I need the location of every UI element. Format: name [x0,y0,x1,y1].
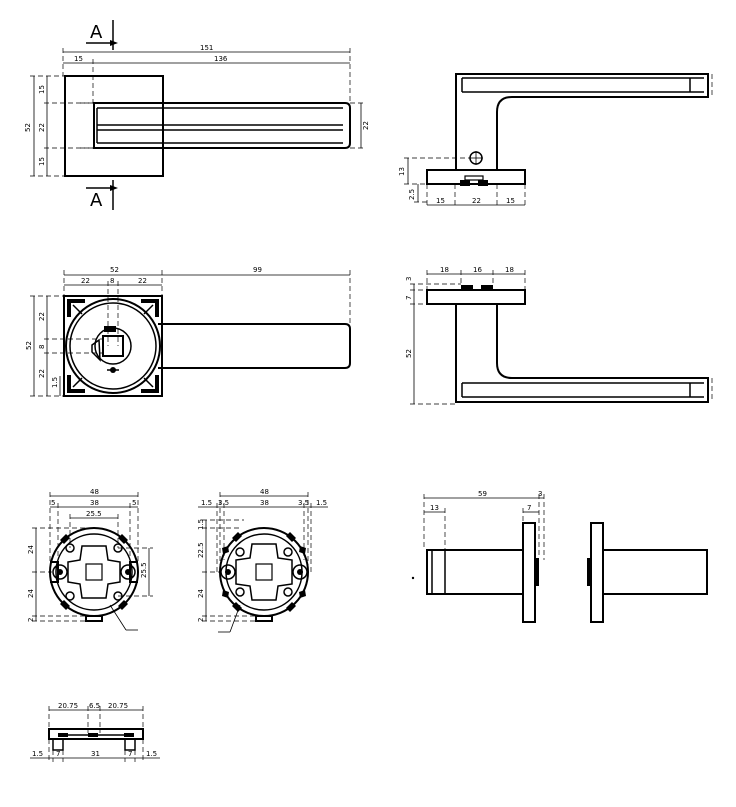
dim-side-w2: 22 [472,197,481,205]
dim-side2-3: 3 [405,277,413,281]
dim-side2-18a: 18 [440,266,449,274]
side-view: 13 2.5 15 22 15 [398,73,713,208]
dim-basea-2: 2 [27,618,35,622]
dim-baseb-l35: 3.5 [218,499,229,507]
dim-lever-length: 136 [214,55,228,63]
dim-basea-38: 38 [90,499,99,507]
dim-plate-31: 31 [91,750,100,758]
dim-side-25: 2.5 [408,189,416,200]
dim-basea-255: 25.5 [86,510,102,518]
section-label-top: A [90,22,103,43]
dim-side-w3: 15 [506,197,515,205]
plate-view: 20.75 6.5 20.75 1.5 7 31 7 1.5 [30,702,160,762]
dim-baseb-h24: 24 [197,589,205,598]
dim-lever-width: 22 [362,121,370,130]
dim-rose-up22: 22 [38,312,46,321]
dim-baseb-r35: 3.5 [298,499,309,507]
dim-side2-16: 16 [473,266,482,274]
dim-plate-2075b: 20.75 [108,702,128,710]
dim-baseb-h15: 1.5 [197,519,205,530]
dim-basea-24a: 24 [27,545,35,554]
rose-view: 52 99 22 8 22 52 22 8 22 1.5 [25,266,351,397]
dim-rose-8: 8 [110,277,114,285]
dim-rose-52: 52 [110,266,119,274]
dim-basea-24b: 24 [27,589,35,598]
dim-side2-52: 52 [405,349,413,358]
dim-side2-7: 7 [405,296,413,300]
dim-height: 52 [24,123,32,132]
dim-plate-r15: 1.5 [146,750,157,758]
dim-plate-65: 6.5 [89,702,100,710]
dim-baseb-38: 38 [260,499,269,507]
dim-side-w1: 15 [436,197,445,205]
dim-rose-right22: 22 [138,277,147,285]
dim-baseb-48: 48 [260,488,269,496]
dim-lower: 15 [38,157,46,166]
dim-basea-48: 48 [90,488,99,496]
dim-side2-18b: 18 [505,266,514,274]
dim-baseb-h225: 22.5 [197,542,205,558]
dim-profile-13: 13 [430,504,439,512]
base-view-a: 48 5 38 5 25.5 24 24 2 25.5 [27,488,153,631]
dim-plate-r7: 7 [128,750,132,758]
dim-offset: 15 [74,55,83,63]
dim-profile-7: 7 [527,504,531,512]
base-view-b: 48 1.5 3.5 38 3.5 1.5 1.5 22.5 24 2 [197,488,328,633]
dim-side-13: 13 [398,167,406,176]
dim-rose-low22: 22 [38,369,46,378]
dim-middle: 22 [38,123,46,132]
dim-upper: 15 [38,85,46,94]
dim-rose-8v: 8 [38,345,46,349]
section-label-bottom: A [90,190,103,211]
dim-rose-left22: 22 [81,277,90,285]
profile-view: 59 3 13 7 [411,490,708,623]
dim-plate-l7: 7 [56,750,60,758]
dim-rose-15: 1.5 [51,377,59,388]
dim-plate-2075a: 20.75 [58,702,78,710]
dim-basea-h255: 25.5 [140,562,148,578]
top-view: A A 151 15 136 52 15 [24,20,370,211]
dim-rose-99: 99 [253,266,262,274]
dim-overall: 151 [200,44,213,52]
dim-rose-h52: 52 [25,341,33,350]
dim-baseb-r15: 1.5 [316,499,327,507]
dim-basea-5r: 5 [132,499,136,507]
side-view-2: 18 16 18 3 7 52 [405,266,713,405]
dim-basea-5l: 5 [51,499,55,507]
dim-baseb-l15: 1.5 [201,499,212,507]
dim-profile-3: 3 [538,490,542,498]
dim-profile-59: 59 [478,490,487,498]
dim-plate-l15: 1.5 [32,750,43,758]
dim-baseb-h2: 2 [197,618,205,622]
